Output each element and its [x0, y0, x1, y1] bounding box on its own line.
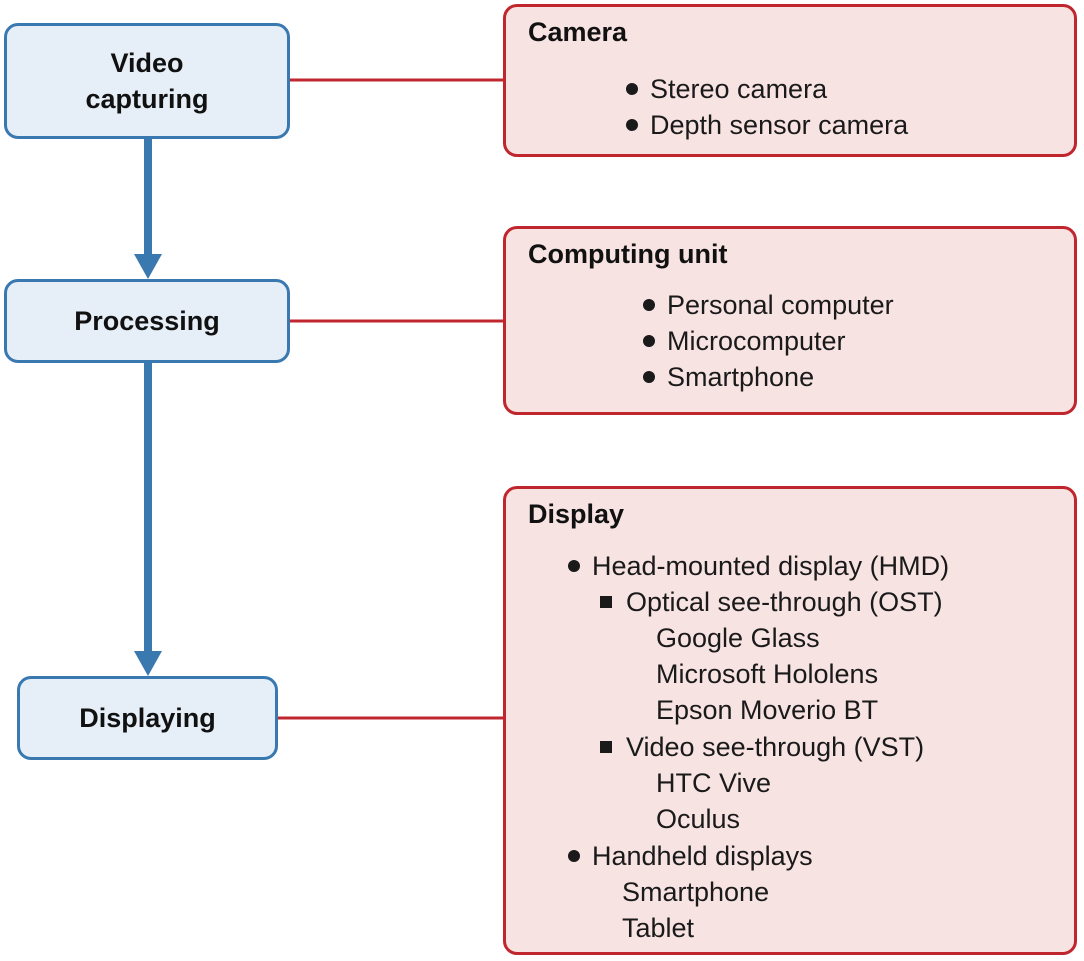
computing-item: Smartphone — [643, 359, 814, 395]
camera-panel: Camera Stereo camera Depth sensor camera — [503, 4, 1077, 157]
bullet-dot — [643, 371, 655, 383]
display-ost-item: Microsoft Hololens — [656, 659, 879, 689]
bullet-dot — [568, 850, 580, 862]
computing-item: Microcomputer — [643, 323, 846, 359]
stage-video-capturing: Video capturing — [4, 23, 290, 139]
bullet-square — [600, 596, 612, 608]
bullet-dot — [643, 299, 655, 311]
stage-processing: Processing — [4, 279, 290, 363]
bullet-square — [600, 741, 612, 753]
camera-item: Depth sensor camera — [626, 107, 908, 143]
computing-item: Personal computer — [643, 287, 894, 323]
display-handheld: Handheld displays — [568, 838, 813, 874]
display-title: Display — [528, 499, 625, 529]
display-vst: Video see-through (VST) — [600, 729, 924, 765]
bullet-dot — [626, 83, 638, 95]
stage-displaying-label: Displaying — [79, 703, 216, 733]
bullet-dot — [643, 335, 655, 347]
display-panel: Display Head-mounted display (HMD) Optic… — [503, 486, 1077, 955]
display-vst-item: Oculus — [656, 804, 741, 834]
bullet-dot — [626, 119, 638, 131]
stage-displaying: Displaying — [17, 676, 278, 760]
stage-video-capturing-line1: Video — [110, 48, 184, 78]
display-hmd: Head-mounted display (HMD) — [568, 548, 949, 584]
display-ost-item: Google Glass — [656, 623, 820, 653]
arrow-video-to-processing — [134, 139, 162, 279]
camera-item: Stereo camera — [626, 71, 827, 107]
computing-title: Computing unit — [528, 239, 728, 269]
stage-video-capturing-line2: capturing — [85, 84, 209, 114]
display-ost-item: Epson Moverio BT — [656, 695, 879, 725]
stage-processing-label: Processing — [74, 306, 220, 336]
display-ost: Optical see-through (OST) — [600, 584, 943, 620]
display-handheld-item: Smartphone — [622, 877, 770, 907]
arrow-processing-to-displaying — [134, 363, 162, 676]
display-vst-item: HTC Vive — [656, 768, 772, 798]
display-handheld-item: Tablet — [622, 913, 695, 943]
camera-title: Camera — [528, 17, 628, 47]
computing-panel: Computing unit Personal computer Microco… — [503, 226, 1077, 415]
bullet-dot — [568, 560, 580, 572]
